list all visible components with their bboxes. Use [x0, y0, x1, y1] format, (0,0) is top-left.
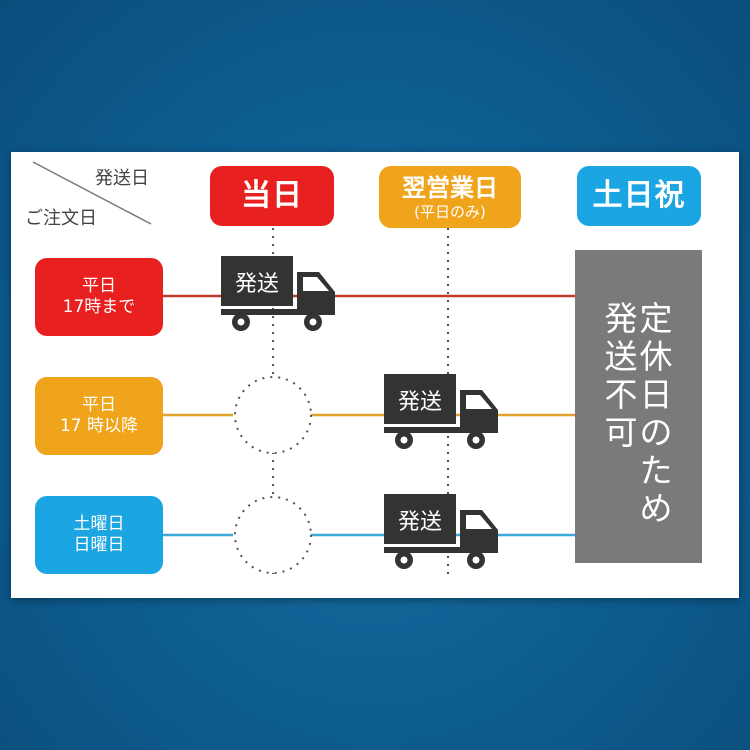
- column-header-weekend-holiday: 土日祝: [577, 166, 701, 226]
- ship-date-label: 発送日: [95, 168, 149, 189]
- truck-label: 発送: [398, 390, 442, 415]
- notice-char: 可: [604, 413, 638, 452]
- row-label-weekend: 土曜日 日曜日: [35, 496, 163, 574]
- corner-diagonal: [32, 161, 152, 225]
- notice-char: 送: [604, 337, 638, 376]
- notice-char: 日: [639, 375, 673, 414]
- column-header-same-day: 当日: [210, 166, 334, 226]
- notice-char: の: [639, 413, 673, 452]
- notice-char: 休: [639, 337, 673, 376]
- row-label-weekday-after-17: 平日 17 時以降: [35, 377, 163, 455]
- truck-icon: 発送: [384, 494, 498, 569]
- order-date-label: ご注文日: [25, 208, 97, 229]
- notice-char: め: [639, 489, 673, 528]
- shipping-schedule-card: 発送日 ご注文日 当日 翌営業日 (平日のみ) 土日祝 平日 17時まで 平日 …: [11, 152, 739, 598]
- truck-icon: 発送: [221, 256, 335, 331]
- row-label-weekday-before-17: 平日 17時まで: [35, 258, 163, 336]
- truck-label: 発送: [235, 272, 279, 297]
- notice-char: た: [639, 451, 673, 490]
- notice-char: 不: [604, 375, 638, 414]
- notice-char: 発: [604, 299, 638, 338]
- notice-line-no-shipping: 発送不可: [605, 250, 638, 563]
- truck-label: 発送: [398, 510, 442, 535]
- schedule-lines: [161, 228, 575, 577]
- truck-icon: 発送: [384, 374, 498, 449]
- empty-slot-circle: [234, 376, 312, 454]
- closed-notice-box: 定休日のため 発送不可: [575, 250, 702, 563]
- notice-char: 定: [639, 299, 673, 338]
- notice-line-closed-day: 定休日のため: [640, 250, 673, 563]
- column-header-next-business-day: 翌営業日 (平日のみ): [379, 166, 521, 228]
- empty-slot-circle: [234, 496, 312, 574]
